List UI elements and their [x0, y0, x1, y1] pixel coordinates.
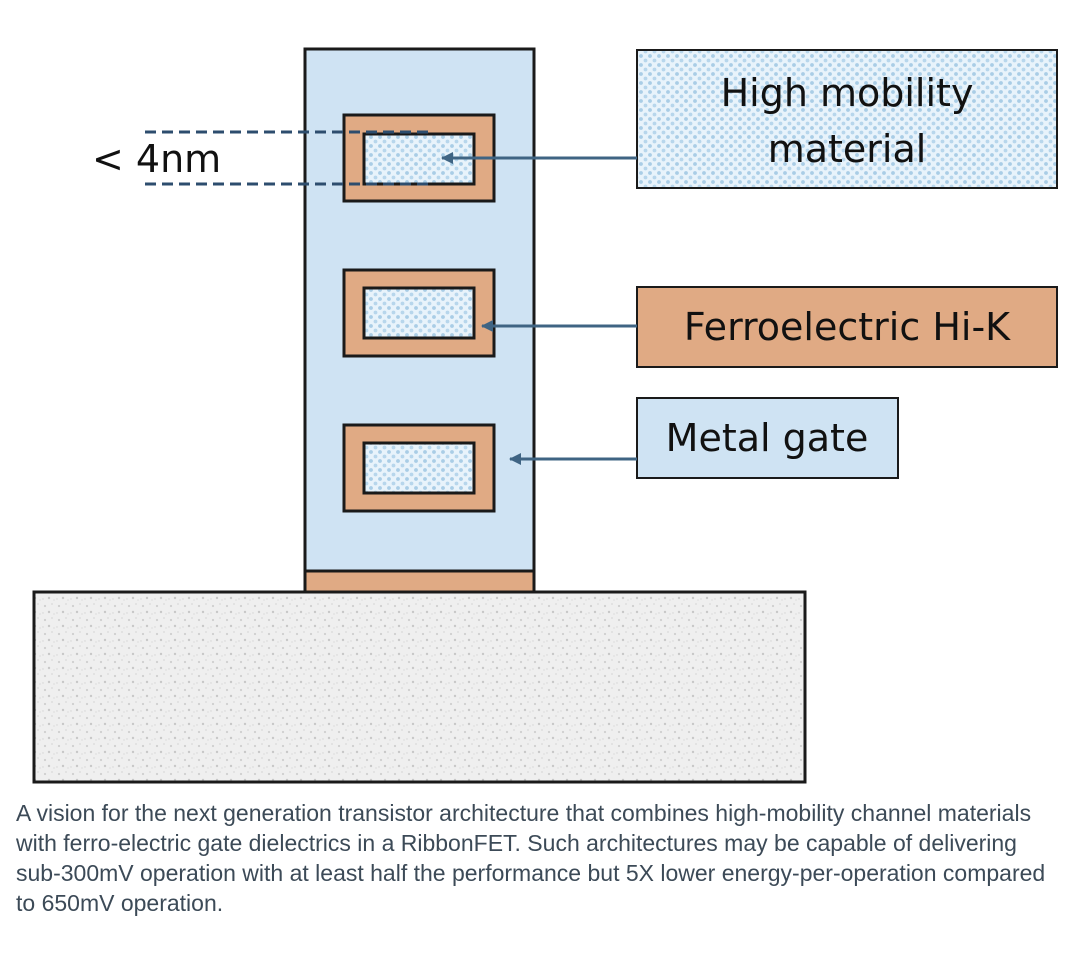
bottom-ferroelectric-layer [303, 569, 536, 594]
channel-label-line-2: material [768, 127, 927, 171]
ribbon-2-channel [362, 286, 476, 340]
ferroelectric-label: Ferroelectric Hi-K [684, 305, 1011, 349]
metal-gate-label-box [636, 397, 899, 479]
ribbonfet-diagram: < 4nm High mobility material Ferroelectr… [32, 47, 1058, 784]
figure-caption: A vision for the next generation transis… [16, 800, 1046, 916]
ribbon-3-channel [362, 441, 476, 495]
ferroelectric-label-box [636, 286, 1058, 368]
channel-label-line-1: High mobility [721, 71, 974, 115]
metal-gate-label: Metal gate [666, 416, 869, 460]
dimension-label: < 4nm [92, 137, 221, 181]
substrate-block [32, 590, 807, 784]
channel-label-box [636, 49, 1058, 189]
